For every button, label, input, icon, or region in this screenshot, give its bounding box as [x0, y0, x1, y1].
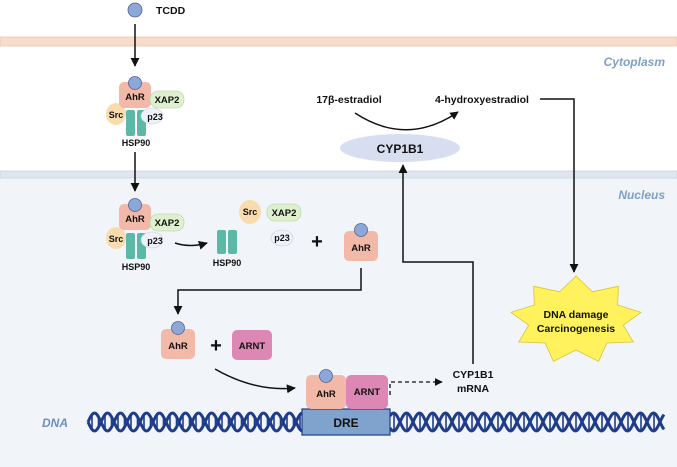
ahr-protein — [119, 204, 151, 230]
dna-strand — [86, 411, 303, 433]
dre-box — [301, 408, 391, 436]
cyp1b1-mrna-label: mRNA — [457, 383, 490, 395]
ahr-label: AhR — [125, 214, 145, 225]
ahr-label: AhR — [316, 389, 336, 400]
ahr-label: AhR — [125, 92, 145, 103]
hydroxyestradiol-label: 4-hydroxyestradiol — [435, 94, 529, 106]
heterodimer-arrow — [214, 368, 296, 394]
ahr-translocation-arrow — [173, 268, 362, 315]
cyp1b1-label: CYP1B1 — [377, 142, 424, 156]
ahr-protein — [119, 82, 151, 108]
estradiol-label: 17β-estradiol — [316, 94, 381, 106]
p23-protein — [140, 231, 164, 249]
src-label: Src — [109, 110, 124, 120]
tcdd-ligand-icon — [127, 2, 143, 18]
src-protein — [239, 200, 261, 224]
arnt-protein — [232, 330, 272, 360]
src-label: Src — [109, 234, 124, 244]
xap2-protein — [149, 90, 185, 109]
tcdd-ligand-icon — [128, 198, 142, 212]
metabolism-arrow — [354, 111, 459, 131]
arnt-label: ARNT — [239, 341, 266, 352]
tcdd-label: TCDD — [156, 5, 186, 17]
ahr-protein — [344, 231, 378, 261]
dna-strand — [388, 411, 666, 433]
hsp90-block — [228, 230, 237, 254]
outcome-star — [510, 275, 642, 362]
dna-helix — [86, 411, 666, 433]
p23-label: p23 — [147, 236, 163, 246]
hsp90-block — [126, 233, 135, 259]
src-label: Src — [243, 207, 258, 217]
dre-label: DRE — [333, 416, 358, 430]
p23-protein — [140, 107, 164, 125]
cyp1b1-enzyme — [340, 134, 460, 162]
p23-label: p23 — [274, 233, 290, 243]
hsp90-block — [217, 230, 226, 254]
p23-protein — [270, 229, 294, 247]
arnt-label: ARNT — [354, 387, 381, 398]
xap2-label: XAP2 — [155, 218, 180, 229]
xap2-protein — [149, 213, 185, 232]
dna-label: DNA — [42, 416, 68, 430]
ahr-protein — [161, 329, 195, 359]
nuclear-ahr-complex: AhR XAP2 Src p23 HSP90 — [106, 198, 185, 272]
nucleus-label: Nucleus — [618, 188, 665, 202]
plus-sign: + — [311, 231, 323, 253]
tcdd-ligand-icon — [128, 76, 142, 90]
hsp90-block — [126, 110, 135, 136]
released-chaperones: HSP90 Src XAP2 p23 — [213, 200, 302, 268]
nuclear-membrane — [0, 170, 677, 179]
plus-sign: + — [210, 335, 222, 357]
p23-label: p23 — [147, 112, 163, 122]
hsp90-label: HSP90 — [122, 138, 151, 148]
dna-strand — [388, 411, 666, 433]
dna-strand — [86, 411, 303, 433]
translation-arrow — [398, 164, 474, 364]
ahr-label: AhR — [351, 243, 371, 254]
xap2-label: XAP2 — [272, 208, 297, 219]
cyp1b1-mrna-label: CYP1B1 — [453, 369, 494, 381]
hsp90-label: HSP90 — [122, 262, 151, 272]
tcdd-ligand-icon — [354, 223, 368, 237]
dna-damage-label: DNA damage — [544, 309, 609, 321]
xap2-protein — [266, 203, 302, 222]
carcinogenesis-label: Carcinogenesis — [537, 323, 615, 335]
cytoplasm-label: Cytoplasm — [604, 55, 666, 69]
ahr-label: AhR — [168, 341, 188, 352]
hsp90-label: HSP90 — [213, 258, 242, 268]
ahr-protein — [306, 375, 346, 409]
cell-membrane — [0, 36, 677, 47]
arnt-protein — [346, 375, 388, 409]
tcdd-ligand-icon — [171, 321, 185, 335]
damage-arrow — [540, 98, 579, 273]
dissociation-arrow — [174, 240, 208, 250]
xap2-label: XAP2 — [155, 95, 180, 106]
cytoplasmic-ahr-complex: AhR XAP2 Src p23 HSP90 — [106, 76, 185, 148]
src-protein — [106, 227, 126, 249]
src-protein — [106, 103, 126, 125]
tcdd-ligand-icon — [319, 369, 333, 383]
